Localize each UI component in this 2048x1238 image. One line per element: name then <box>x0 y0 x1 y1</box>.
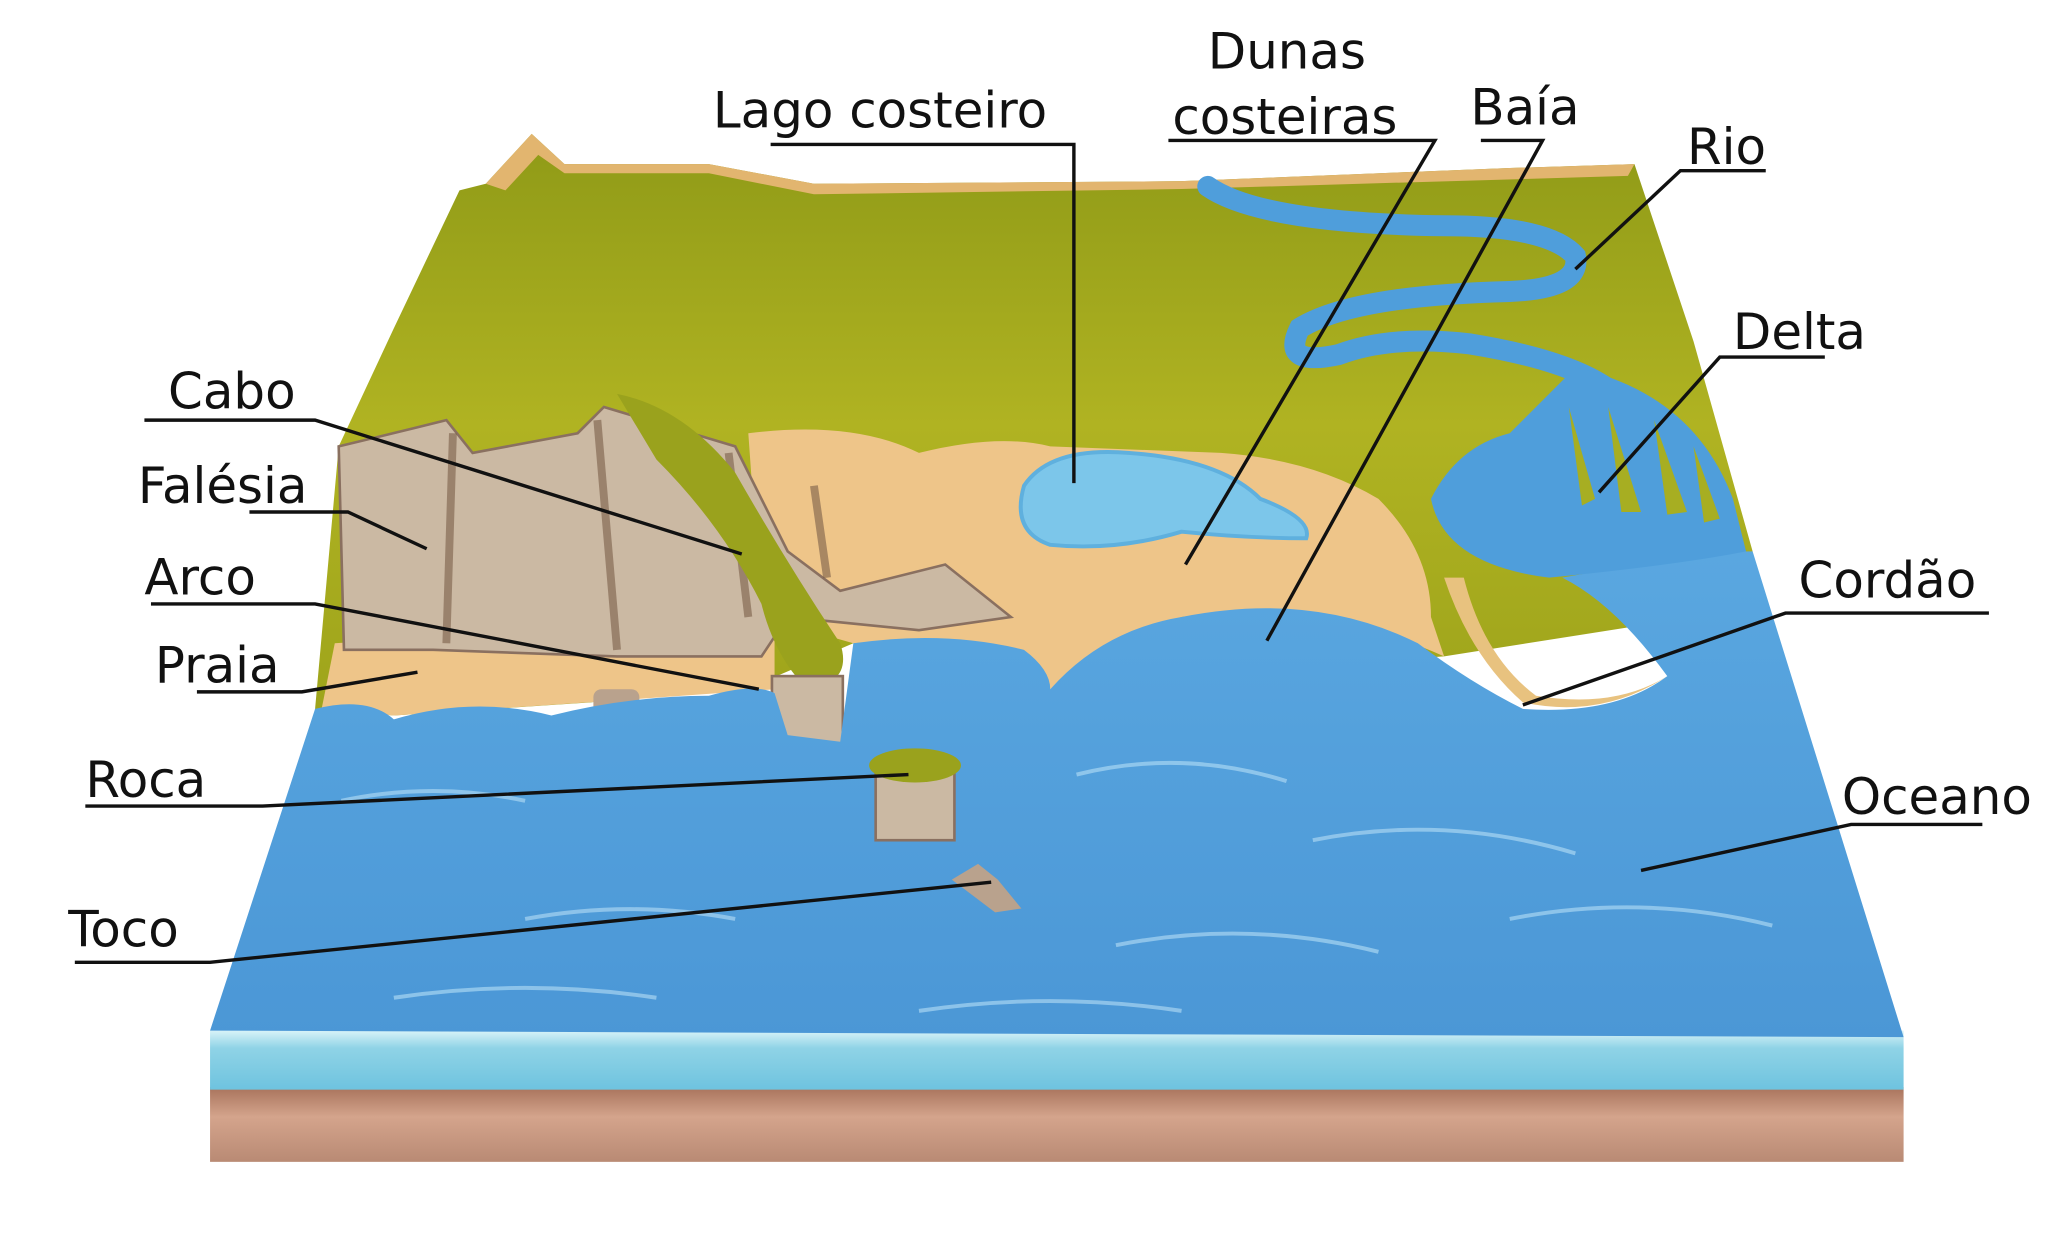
label-cordao: Cordão <box>1799 551 1977 609</box>
sand-spit <box>1444 577 1668 708</box>
delta-islands <box>1568 406 1720 523</box>
leader-oceano <box>1640 822 1983 873</box>
leader-toco <box>74 880 992 965</box>
leader-lago-costeiro <box>770 142 1076 484</box>
soil-layer <box>210 1087 1904 1162</box>
leader-roca <box>85 772 909 808</box>
label-falesia: Falésia <box>138 457 308 515</box>
leader-rio <box>1574 168 1766 271</box>
label-cabo: Cabo <box>168 362 296 420</box>
label-rio: Rio <box>1687 118 1766 176</box>
label-toco: Toco <box>67 901 178 959</box>
leader-lines <box>74 138 1989 965</box>
label-lago-costeiro: Lago costeiro <box>713 81 1047 139</box>
sea-stump <box>951 863 1022 913</box>
label-arco: Arco <box>144 549 255 607</box>
leader-arco <box>150 602 760 691</box>
label-roca: Roca <box>85 751 206 809</box>
wave-streaks <box>340 760 1773 1013</box>
ridge-sand <box>485 133 1635 195</box>
label-delta: Delta <box>1733 303 1866 361</box>
leader-cordao <box>1522 611 1989 707</box>
water-layer <box>210 1030 1904 1090</box>
leader-praia <box>196 670 418 694</box>
label-oceano: Oceano <box>1842 768 2032 826</box>
ocean-surface <box>210 551 1904 1038</box>
label-costeiras: costeiras <box>1172 88 1397 146</box>
delta <box>1430 367 1747 578</box>
label-praia: Praia <box>155 637 280 695</box>
label-dunas: Dunas <box>1208 22 1366 80</box>
coastal-lake <box>1018 450 1309 549</box>
leader-falesia <box>249 510 428 551</box>
leader-delta <box>1597 355 1825 494</box>
leader-cabo <box>144 418 743 556</box>
river <box>1197 175 1626 405</box>
label-baia: Baía <box>1470 79 1579 137</box>
leader-baia <box>1265 138 1546 642</box>
cape-headland <box>617 393 844 690</box>
leader-dunas-costeiras <box>1168 138 1438 566</box>
